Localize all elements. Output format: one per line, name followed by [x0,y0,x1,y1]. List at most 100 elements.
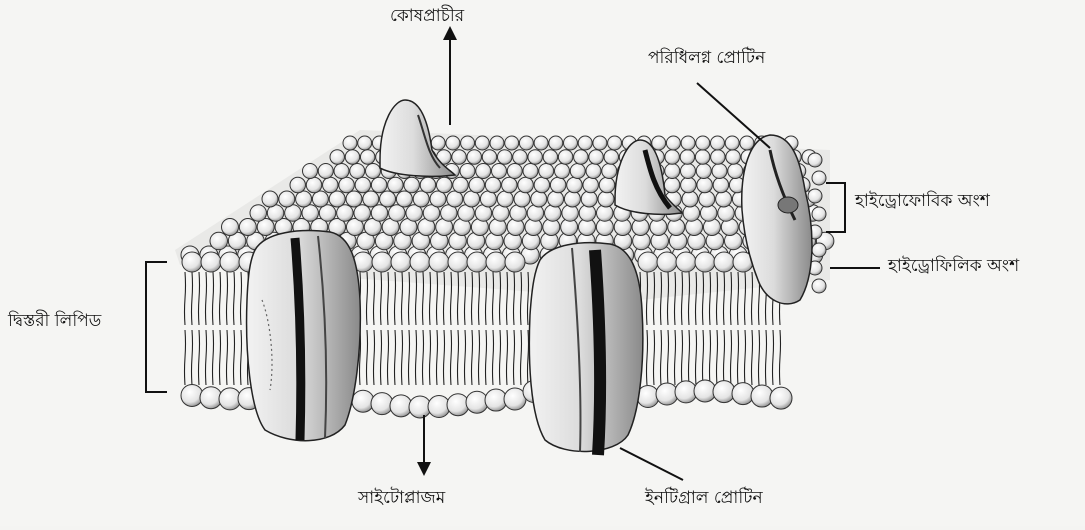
lipid-head [371,393,393,415]
lipid-head [513,150,528,165]
lipid-tail [485,330,486,385]
lipid-head [329,191,345,207]
lipid-head [371,177,387,193]
lipid-head [699,191,715,207]
lipid-tail [226,272,227,325]
lipid-tail [450,330,451,385]
lipid-head [475,136,489,150]
lipid-head [548,191,564,207]
lipid-head [564,136,578,150]
lipid-tail [653,330,654,385]
lipid-tail [240,330,241,385]
lipid-head [716,191,732,207]
label-cytoplasm: সাইটোপ্লাজম [358,490,445,507]
lipid-head [725,136,739,150]
lipid-tail [492,330,493,385]
lipid-head [665,150,680,165]
lipid-tail [688,330,689,385]
lipid-head [181,384,203,406]
lipid-tail [464,330,465,385]
lipid-head [404,177,420,193]
lipid-head [182,252,202,272]
lipid-head [436,177,452,193]
lipid-tail [499,330,500,385]
lipid-head [447,394,469,416]
lipid-tail [646,330,647,385]
lipid-head [676,252,696,272]
lipid-tail [401,330,402,385]
lipid-tail [240,272,241,325]
lipid-head [480,191,496,207]
lipid-head [461,136,475,150]
lipid-head [608,136,622,150]
lipid-head [343,136,357,150]
lipid-head [681,177,697,193]
lipid-head [306,177,322,193]
lipid-head [431,136,445,150]
lipid-head [420,177,436,193]
lipid-tail [471,330,472,385]
lipid-head [638,252,658,272]
lipid-head [578,136,592,150]
lipid-tail [478,330,479,385]
lipid-head [812,207,826,221]
lipid-head [502,177,518,193]
lipid-head [599,177,615,193]
lipid-tail [716,330,717,385]
lipid-tail [394,330,395,385]
lipid-head [682,191,698,207]
lipid-head [581,191,597,207]
arrow-cell-wall [443,26,457,125]
lipid-head [464,191,480,207]
lipid-head [681,136,695,150]
lipid-head [486,252,506,272]
lipid-head [545,205,562,222]
lipid-head [296,191,312,207]
pointer-integral-protein [620,448,683,480]
lipid-head [430,191,446,207]
lipid-head [711,150,726,165]
lipid-tail [219,272,220,325]
lipid-head [518,177,534,193]
lipid-head [528,150,543,165]
lipid-head [497,150,512,165]
lipid-head [497,191,513,207]
lipid-head [505,252,525,272]
lipid-tail [527,330,528,385]
lipid-head [549,136,563,150]
lipid-head [467,150,482,165]
lipid-head [279,191,295,207]
lipid-head [250,205,267,222]
lipid-tail [226,330,227,385]
lipid-head [360,150,375,165]
lipid-tail [387,330,388,385]
lipid-head [527,205,544,222]
lipid-tail [709,330,710,385]
lipid-tail [205,330,206,385]
lipid-head [492,164,507,179]
lipid-head [469,177,485,193]
lipid-head [482,150,497,165]
lipid-head [558,150,573,165]
lipid-tail [737,330,738,385]
lipid-head [485,177,501,193]
lipid-head [466,391,488,413]
label-hydrophilic-part: হাইড্রোফিলিক অংশ [888,258,1019,275]
lipid-tail [212,330,213,385]
lipid-tail [198,272,199,325]
lipid-tail [758,330,759,385]
lipid-head [652,136,666,150]
lipid-tail [695,330,696,385]
lipid-head [318,164,333,179]
lipid-tail [730,330,731,385]
lipid-tail [212,272,213,325]
lipid-tail [233,272,234,325]
lipid-head [371,205,388,222]
lipid-head [519,136,533,150]
lipid-head [447,191,463,207]
lipid-tail [408,330,409,385]
lipid-head [514,191,530,207]
lipid-tail [366,330,367,385]
lipid-head [354,205,371,222]
lipid-head [345,150,360,165]
